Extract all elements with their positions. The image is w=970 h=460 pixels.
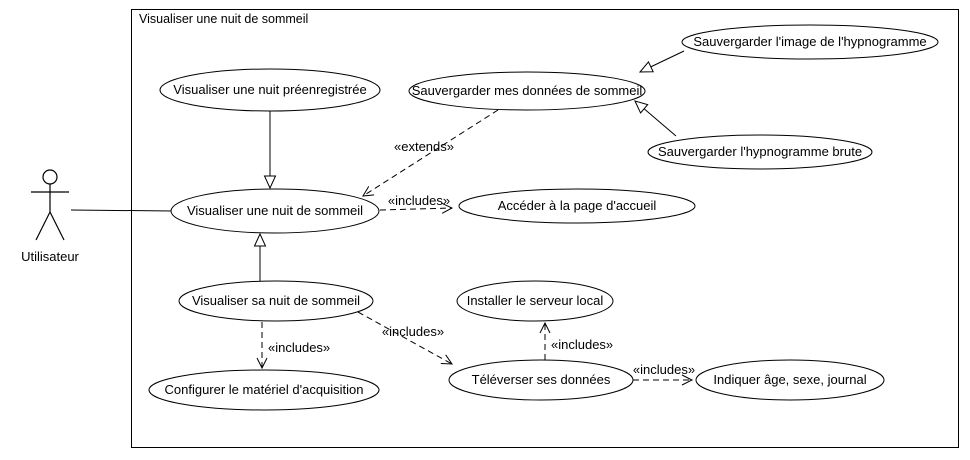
usecase-sauvegarder-hypnogramme-brute: Sauvergarder l'hypnogramme brute: [647, 134, 873, 170]
usecase-label: Téléverser ses données: [472, 372, 611, 387]
usecase-label: Configurer le matériel d'acquisition: [164, 382, 363, 397]
generalization-image-to-donnees: [638, 50, 685, 73]
relation-includes-visualiser-to-accueil: «includes»: [379, 193, 454, 214]
usecase-visualiser-nuit-preenregistree: Visualiser une nuit préenregistrée: [159, 68, 381, 112]
actor-leg-left: [35, 211, 51, 241]
usecase-label: Indiquer âge, sexe, journal: [713, 372, 866, 387]
relation-label: «includes»: [551, 337, 613, 352]
system-boundary-title: Visualiser une nuit de sommeil: [139, 12, 308, 26]
usecase-label: Sauvergarder l'image de l'hypnogramme: [693, 34, 926, 49]
usecase-label: Visualiser une nuit de sommeil: [187, 203, 363, 218]
relation-label: «includes»: [633, 362, 695, 377]
actor-leg-right: [49, 211, 65, 241]
actor-head: [42, 169, 58, 185]
usecase-installer-serveur-local: Installer le serveur local: [456, 280, 614, 322]
usecase-label: Sauvergarder mes données de sommeil: [412, 83, 643, 98]
usecase-configurer-materiel-acquisition: Configurer le matériel d'acquisition: [148, 369, 380, 411]
relation-label: «includes»: [268, 340, 330, 355]
association-utilisateur-visualiser: [70, 209, 173, 212]
usecase-label: Installer le serveur local: [467, 293, 604, 308]
usecase-visualiser-sa-nuit-sommeil: Visualiser sa nuit de sommeil: [178, 280, 374, 322]
relation-label: «includes»: [382, 324, 444, 339]
relation-includes-televerser-to-indiquer: «includes»: [633, 362, 695, 386]
usecase-sauvegarder-image-hypnogramme: Sauvergarder l'image de l'hypnogramme: [681, 24, 939, 60]
usecase-label: Sauvergarder l'hypnogramme brute: [658, 144, 862, 159]
usecase-label: Accéder à la page d'accueil: [498, 198, 657, 213]
relation-extends-donnees-to-visualiser: «extends»: [362, 109, 499, 197]
relation-includes-sa-nuit-to-televerser: «includes»: [357, 311, 453, 365]
usecase-televerser-ses-donnees: Téléverser ses données: [448, 359, 634, 401]
usecase-sauvegarder-donnees-sommeil: Sauvergarder mes données de sommeil: [408, 71, 646, 111]
relation-includes-sa-nuit-to-configurer: «includes»: [256, 322, 330, 370]
actor-label: Utilisateur: [21, 249, 79, 264]
usecase-indiquer-age-sexe-journal: Indiquer âge, sexe, journal: [695, 359, 885, 401]
system-boundary: Visualiser une nuit de sommeil: [131, 9, 959, 448]
usecase-label: Visualiser une nuit préenregistrée: [173, 82, 366, 97]
usecase-visualiser-nuit-sommeil: Visualiser une nuit de sommeil: [170, 188, 380, 234]
relation-label: «includes»: [388, 193, 450, 208]
actor-utilisateur: Utilisateur: [21, 169, 80, 264]
generalization-brute-to-donnees: [634, 100, 677, 137]
relation-label: «extends»: [394, 139, 454, 154]
usecase-label: Visualiser sa nuit de sommeil: [192, 293, 360, 308]
usecase-acceder-page-accueil: Accéder à la page d'accueil: [458, 188, 696, 224]
relation-includes-televerser-to-installer: «includes»: [539, 321, 613, 360]
